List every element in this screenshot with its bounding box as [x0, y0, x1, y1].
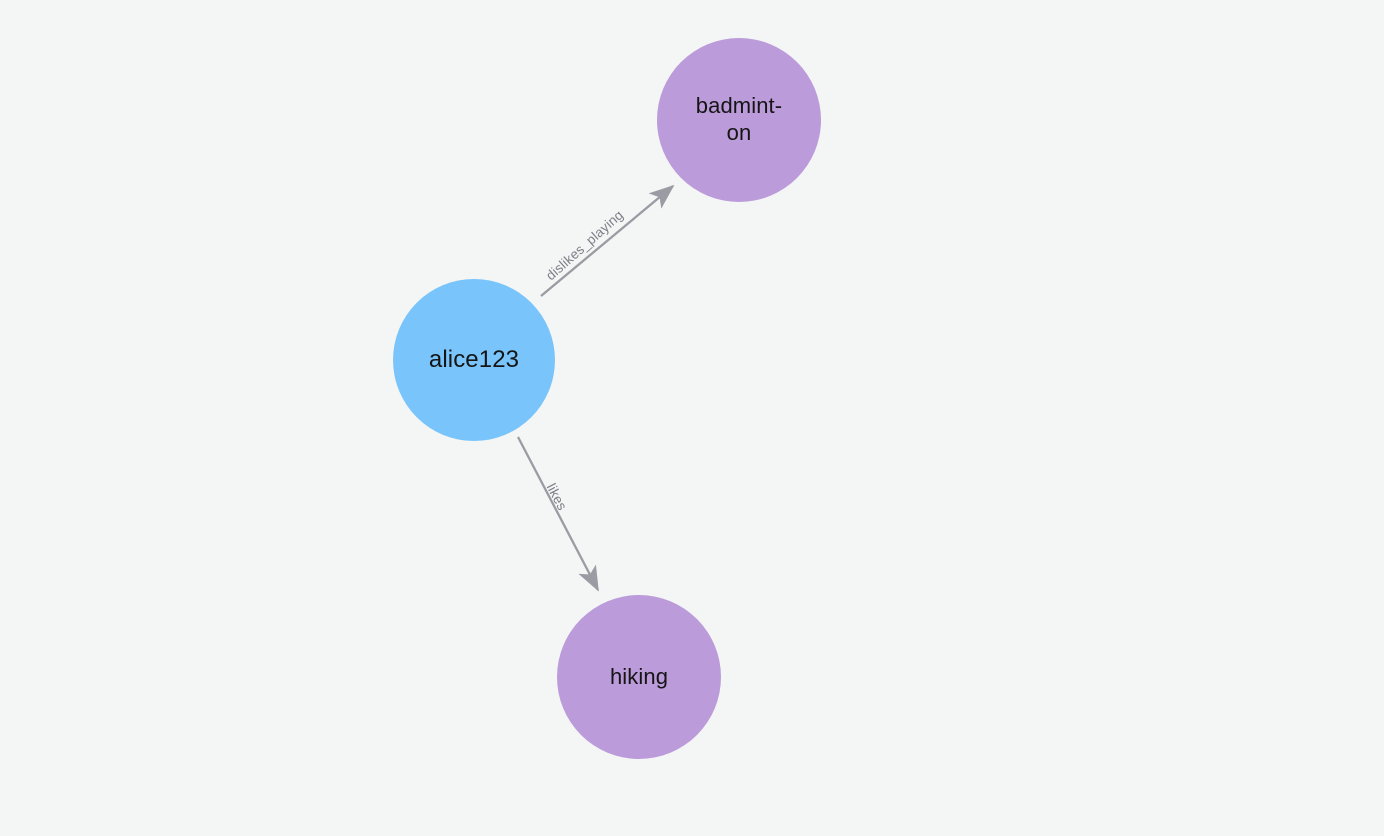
graph-node-alice123[interactable]: alice123 — [393, 279, 555, 441]
graph-node-label-hiking: hiking — [609, 663, 669, 689]
graph-node-label-badminton: badmint- on — [695, 93, 783, 145]
edge-dislikes-playing-line[interactable] — [540, 184, 675, 297]
graph-node-hiking[interactable]: hiking — [557, 595, 721, 759]
graph-node-badminton[interactable]: badmint- on — [657, 38, 821, 202]
graph-node-label-alice123: alice123 — [428, 346, 520, 374]
edge-likes-line[interactable] — [516, 436, 600, 592]
